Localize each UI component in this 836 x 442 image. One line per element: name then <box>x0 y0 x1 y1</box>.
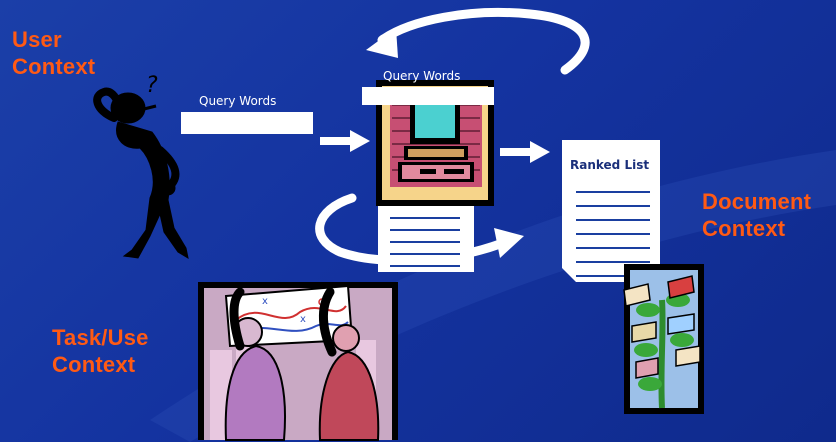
document-context-line2: Context <box>702 216 786 241</box>
user-context-line2: Context <box>12 54 96 79</box>
user-context-label: User Context <box>12 26 95 80</box>
svg-text:x: x <box>300 314 306 325</box>
query-words-left-box <box>181 112 313 134</box>
thinking-person-figure: ? <box>93 73 189 260</box>
arrow-computer-to-list <box>500 141 550 163</box>
task-use-context-label: Task/Use Context <box>52 324 149 378</box>
svg-text:x: x <box>262 296 268 307</box>
document-context-line1: Document <box>702 189 812 214</box>
top-loop-arrow <box>366 7 590 75</box>
document-context-label: Document Context <box>702 188 811 242</box>
people-with-chart-clipart: x x <box>198 282 398 441</box>
svg-text:?: ? <box>146 73 158 98</box>
result-document-small <box>378 206 474 272</box>
task-context-line2: Context <box>52 352 136 377</box>
ranked-list-document <box>562 140 660 282</box>
query-words-top-box <box>362 87 494 105</box>
book-tree-clipart <box>623 264 704 414</box>
query-words-top-label: Query Words <box>383 69 461 83</box>
arrow-query-to-computer <box>320 130 370 152</box>
query-words-left-label: Query Words <box>199 94 277 108</box>
ranked-list-title: Ranked List <box>570 158 650 172</box>
task-context-line1: Task/Use <box>52 325 149 350</box>
user-context-line1: User <box>12 27 62 52</box>
